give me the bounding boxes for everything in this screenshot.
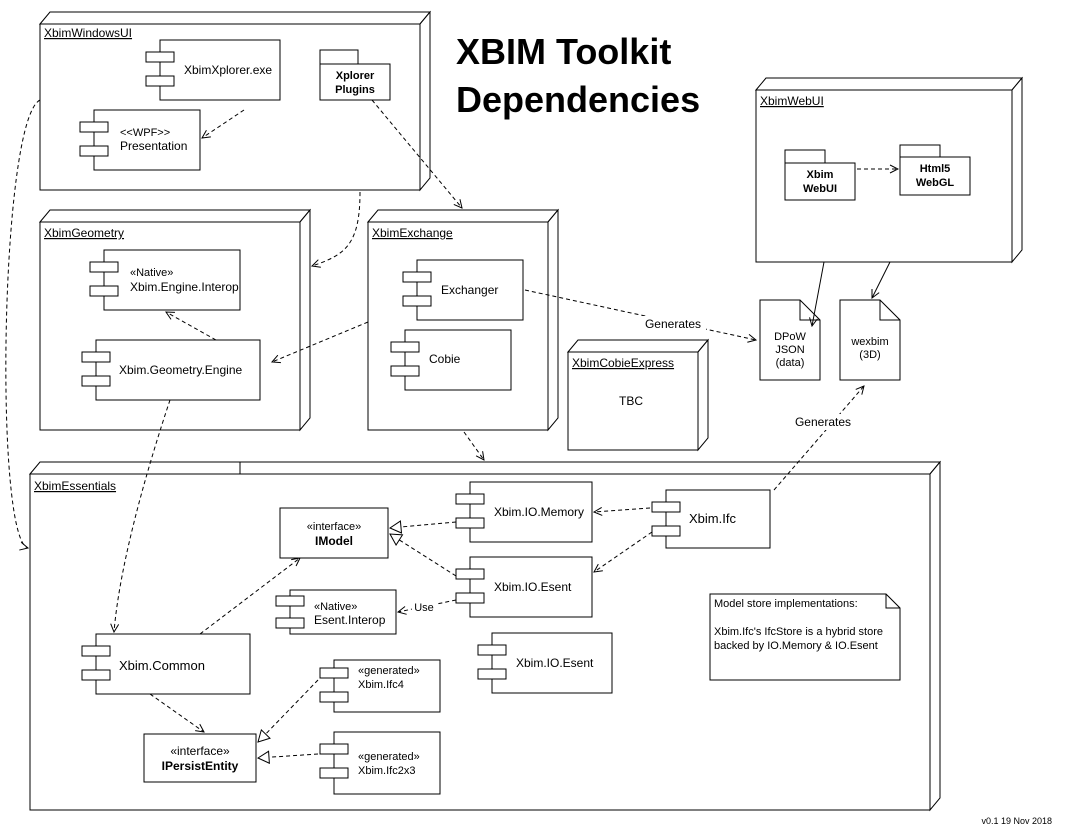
version-stamp: v0.1 19 Nov 2018 xyxy=(981,816,1052,826)
note-line-1: Model store implementations: xyxy=(714,598,858,610)
component-stereotype: <<WPF>> xyxy=(120,127,170,139)
component-ifc4: «generated» Xbim.Ifc4 xyxy=(319,659,441,713)
title-line-1: XBIM Toolkit xyxy=(456,31,671,72)
note-model-store: Model store implementations: Xbim.Ifc's … xyxy=(709,593,901,681)
package-label-line-1: Xbim xyxy=(807,169,834,181)
component-label: Exchanger xyxy=(441,283,498,297)
document-label-line-3: (data) xyxy=(776,357,805,369)
component-xbim-xplorer-exe: XbimXplorer.exe xyxy=(145,39,281,101)
document-label-line-1: DPoW xyxy=(774,331,806,343)
component-label: Xbim.Engine.Interop xyxy=(130,280,239,294)
edges xyxy=(5,99,898,765)
interface-label: IModel xyxy=(315,534,353,548)
edge-windows-ui-to-essentials xyxy=(5,99,41,548)
node-label-geometry: XbimGeometry xyxy=(44,226,124,240)
node-label-web-ui: XbimWebUI xyxy=(760,94,824,108)
component-geometry-engine: Xbim.Geometry.Engine xyxy=(81,339,261,401)
component-io-esent-2: Xbim.IO.Esent xyxy=(477,632,613,694)
package-xplorer-plugins: Xplorer Plugins xyxy=(319,49,391,101)
edge-ifc2x3-realizes-ipersist xyxy=(256,750,319,765)
document-label-line-2: (3D) xyxy=(859,349,880,361)
package-label-line-2: Plugins xyxy=(335,84,375,96)
note-line-3: backed by IO.Memory & IO.Esent xyxy=(714,640,878,652)
document-label-line-1: wexbim xyxy=(850,336,888,348)
component-label: Presentation xyxy=(120,139,187,153)
note-line-2: Xbim.Ifc's IfcStore is a hybrid store xyxy=(714,626,883,638)
document-wexbim: wexbim (3D) xyxy=(839,299,901,381)
component-label: Xbim.Geometry.Engine xyxy=(119,363,242,377)
component-engine-interop: «Native» Xbim.Engine.Interop xyxy=(89,249,241,311)
component-xbim-ifc: Xbim.Ifc xyxy=(651,489,771,549)
component-label: Xbim.IO.Memory xyxy=(494,505,584,519)
component-label: Cobie xyxy=(429,352,461,366)
node-label-essentials: XbimEssentials xyxy=(34,479,116,493)
package-label-line-1: Xplorer xyxy=(336,70,375,82)
edge-labels: Generates Generates Use xyxy=(412,316,856,614)
component-label: Xbim.Ifc2x3 xyxy=(358,765,415,777)
document-dpow-json: DPoW JSON (data) xyxy=(759,299,821,381)
component-label: Xbim.Ifc4 xyxy=(358,679,404,691)
component-label: Xbim.IO.Esent xyxy=(494,580,572,594)
component-io-esent: Xbim.IO.Esent xyxy=(455,556,593,618)
edge-io-esent-realizes-imodel xyxy=(389,533,457,577)
edge-webui-to-wexbim xyxy=(872,261,891,298)
edge-webui-to-dpow xyxy=(812,261,825,326)
title-line-2: Dependencies xyxy=(456,79,700,120)
edge-exchange-to-essentials xyxy=(463,431,484,460)
component-stereotype: «Native» xyxy=(314,601,357,613)
interface-stereotype: «interface» xyxy=(170,744,230,758)
component-esent-interop: «Native» Esent.Interop xyxy=(275,589,397,635)
edge-windows-ui-to-geometry xyxy=(312,191,361,266)
component-ifc2x3: «generated» Xbim.Ifc2x3 xyxy=(319,731,441,795)
edge-label-generates: Generates xyxy=(645,317,701,331)
interface-label: IPersistEntity xyxy=(162,759,239,773)
component-stereotype: «generated» xyxy=(358,665,420,677)
edge-exchanger-to-dpow xyxy=(524,289,756,340)
node-label-exchange: XbimExchange xyxy=(372,226,453,240)
edge-ifc-to-wexbim xyxy=(773,386,864,491)
edge-exchange-to-geometry-engine xyxy=(272,321,369,362)
node-body-text: TBC xyxy=(619,394,643,408)
package-label-line-1: Html5 xyxy=(920,163,951,175)
edge-plugins-to-exchange xyxy=(371,99,462,208)
node-label-cobie-express: XbimCobieExpress xyxy=(572,356,674,370)
edge-xplorer-to-presentation xyxy=(202,109,245,138)
package-xbim-webui: Xbim WebUI xyxy=(784,149,856,201)
component-cobie: Cobie xyxy=(390,329,512,391)
document-label-line-2: JSON xyxy=(775,344,804,356)
edge-ifc-to-io-memory xyxy=(594,508,651,512)
package-html5-webgl: Html5 WebGL xyxy=(899,144,971,196)
component-exchanger: Exchanger xyxy=(402,259,524,321)
package-label-line-2: WebGL xyxy=(916,177,955,189)
diagram-title: XBIM Toolkit Dependencies xyxy=(456,31,700,120)
interface-imodel: «interface» IModel xyxy=(279,507,389,559)
edge-geometry-engine-to-common xyxy=(114,399,171,632)
edge-ifc4-realizes-ipersist xyxy=(257,679,319,743)
edge-engine-to-interop xyxy=(166,312,217,341)
component-stereotype: «Native» xyxy=(130,267,173,279)
component-label: Xbim.Ifc xyxy=(689,511,736,526)
component-xbim-common: Xbim.Common xyxy=(81,633,251,695)
node-xbim-cobie-express: XbimCobieExpress TBC xyxy=(566,338,710,452)
component-label: Xbim.Common xyxy=(119,658,205,673)
component-stereotype: «generated» xyxy=(358,751,420,763)
component-presentation: <<WPF>> Presentation xyxy=(79,109,201,171)
interface-ipersist-entity: «interface» IPersistEntity xyxy=(143,733,257,783)
node-label-windows-ui: XbimWindowsUI xyxy=(44,26,132,40)
component-label: XbimXplorer.exe xyxy=(184,63,272,77)
component-label: Esent.Interop xyxy=(314,613,386,627)
node-xbim-exchange: XbimExchange xyxy=(366,208,560,432)
package-label-line-2: WebUI xyxy=(803,183,837,195)
edge-ifc-to-io-esent xyxy=(594,531,653,572)
interface-stereotype: «interface» xyxy=(307,521,361,533)
component-label: Xbim.IO.Esent xyxy=(516,656,594,670)
edge-label-generates: Generates xyxy=(795,415,851,429)
edge-label-use: Use xyxy=(414,602,434,614)
component-io-memory: Xbim.IO.Memory xyxy=(455,481,593,543)
